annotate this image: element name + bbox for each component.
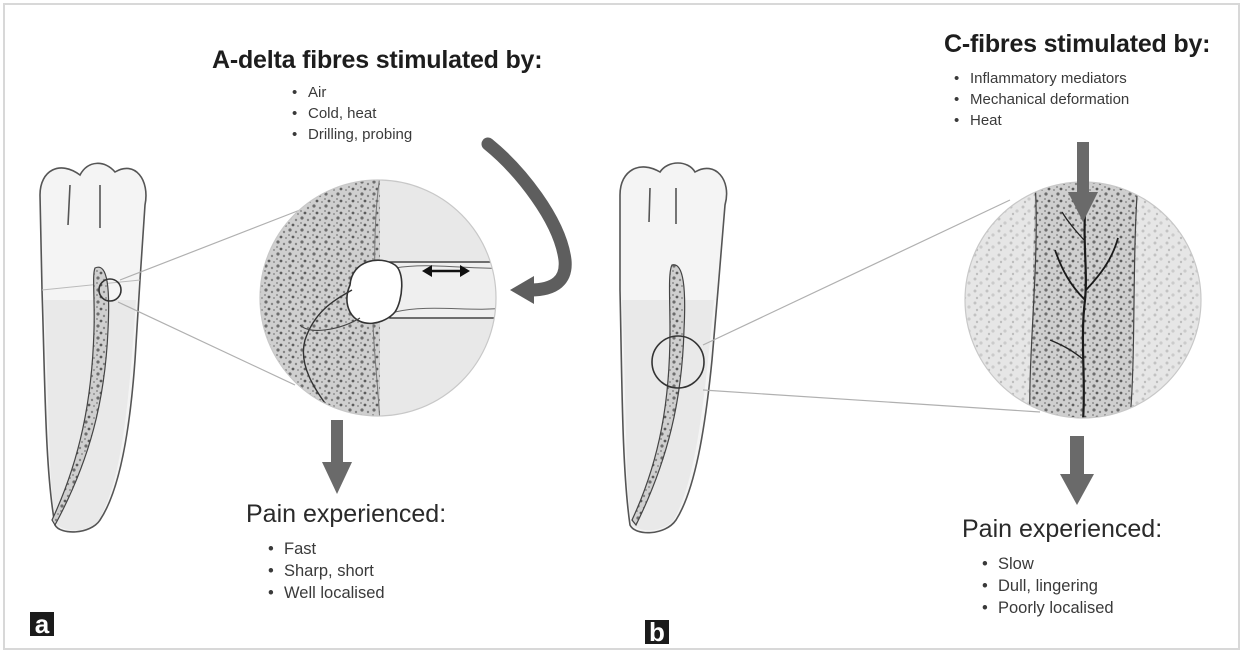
list-item: Mechanical deformation (952, 89, 1129, 110)
list-item: Inflammatory mediators (952, 68, 1129, 89)
c-fibres-stimuli-list: Inflammatory mediators Mechanical deform… (952, 68, 1129, 131)
curved-arrow-icon (488, 144, 565, 304)
list-item: Slow (980, 553, 1114, 575)
zoom-line-top-b (703, 200, 1010, 345)
list-item: Poorly localised (980, 597, 1114, 619)
tooth-b-icon (620, 163, 727, 533)
list-item: Dull, lingering (980, 575, 1114, 597)
list-item: Air (290, 82, 412, 103)
a-delta-heading: A-delta fibres stimulated by: (212, 46, 542, 75)
pain-heading-b: Pain experienced: (962, 515, 1162, 544)
pain-heading-a: Pain experienced: (246, 500, 446, 529)
down-arrow-icon (322, 420, 352, 494)
tooth-a-icon (40, 163, 146, 532)
list-item: Fast (266, 538, 385, 560)
pain-list-a: Fast Sharp, short Well localised (266, 538, 385, 604)
panel-label-a: a (30, 612, 54, 636)
list-item: Cold, heat (290, 103, 412, 124)
down-arrow-icon (1060, 436, 1094, 505)
list-item: Well localised (266, 582, 385, 604)
list-item: Drilling, probing (290, 124, 412, 145)
panel-label-b: b (645, 620, 669, 644)
a-delta-stimuli-list: Air Cold, heat Drilling, probing (290, 82, 412, 145)
list-item: Sharp, short (266, 560, 385, 582)
pain-list-b: Slow Dull, lingering Poorly localised (980, 553, 1114, 619)
list-item: Heat (952, 110, 1129, 131)
zoom-line-bottom-b (703, 390, 1040, 412)
c-fibres-heading: C-fibres stimulated by: (944, 30, 1210, 59)
